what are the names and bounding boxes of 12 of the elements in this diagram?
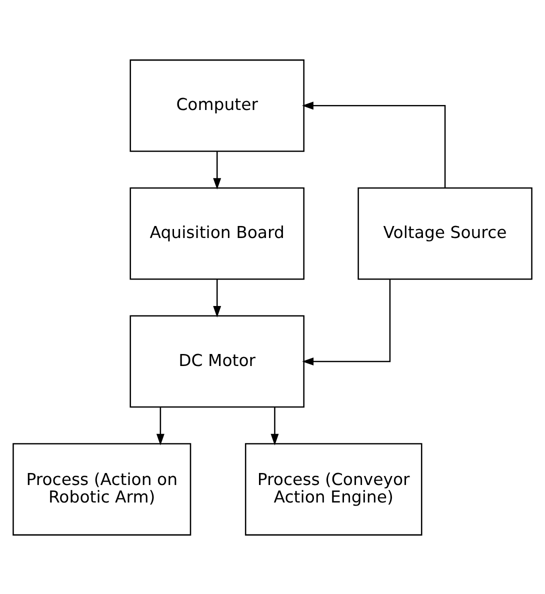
node-box: Process (Action on Robotic Arm)	[12, 442, 192, 536]
node-box: DC Motor	[130, 314, 304, 408]
node-box: Computer	[130, 58, 304, 152]
arrow	[213, 278, 222, 317]
node-box: Process (Conveyor Action Engine)	[244, 442, 422, 536]
node-box: Voltage Source	[358, 186, 532, 280]
arrow	[213, 150, 222, 190]
arrow	[156, 406, 164, 445]
arrow	[302, 101, 446, 188]
node-box: Aquisition Board	[130, 186, 304, 280]
arrow	[270, 406, 279, 445]
arrow	[302, 278, 391, 365]
